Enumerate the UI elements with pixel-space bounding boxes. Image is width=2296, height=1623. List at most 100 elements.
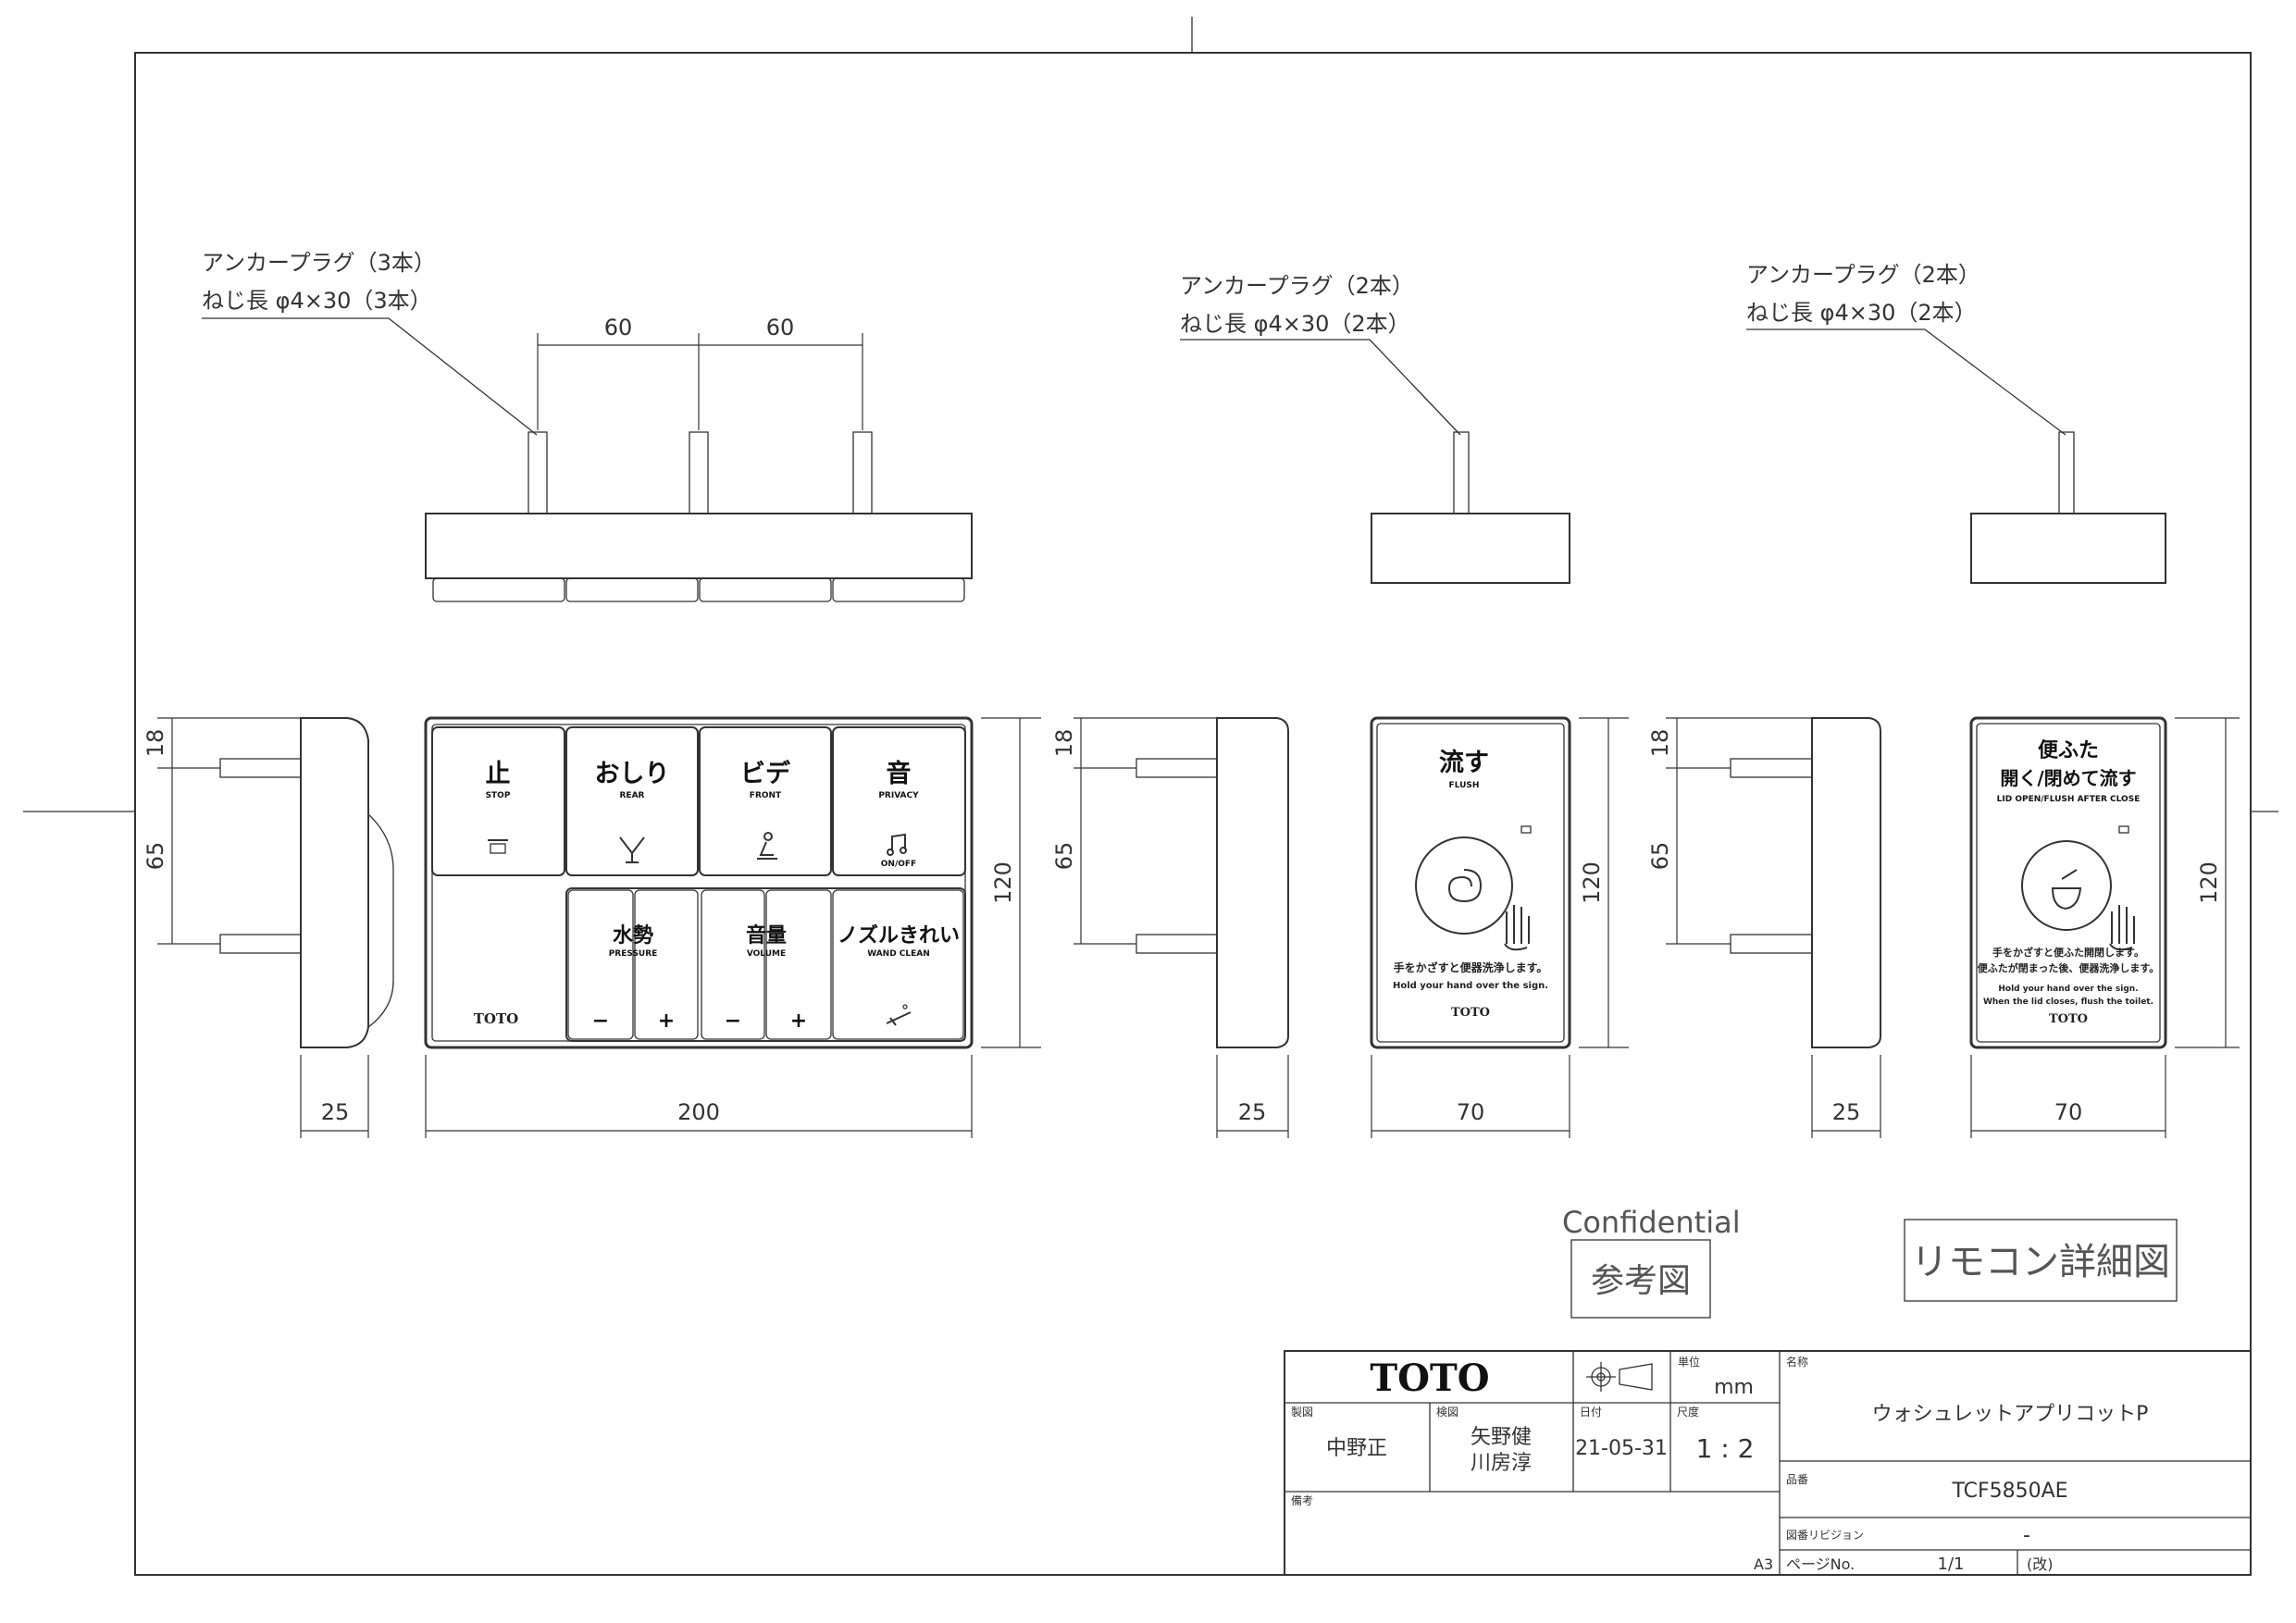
volume-minus-button[interactable] [701, 889, 765, 1040]
pressure-plus-button[interactable] [634, 889, 699, 1040]
stop-button-sublabel: STOP [486, 791, 511, 800]
side-view-1-plug-bottom [219, 934, 302, 954]
front-wash-icon [757, 832, 777, 860]
side-view-1-body [300, 717, 369, 1048]
lid-title-2: 開く/閉めて流す [2000, 767, 2136, 789]
stop-button-label: 止 [486, 760, 511, 788]
side-2-dim-top: 18 [1051, 729, 1077, 758]
confidential-stamp: Confidential [1562, 1205, 1741, 1240]
stop-icon [488, 839, 508, 854]
callout-left: アンカープラグ（3本） ねじ長 φ4×30（3本） [202, 250, 538, 436]
privacy-button-sublabel: PRIVACY [878, 791, 919, 800]
lid-remote-body [1969, 716, 2167, 1049]
flush-sensor-button[interactable] [1415, 836, 1513, 935]
music-note-icon [887, 833, 907, 856]
callout-left-line1: アンカープラグ（3本） [202, 250, 436, 276]
flush-remote-brand: TOTO [1451, 1006, 1490, 1020]
main-remote-body [424, 716, 974, 1049]
callout-middle-line2: ねじ長 φ4×30（2本） [1180, 311, 1410, 337]
callout-middle-line1: アンカープラグ（2本） [1180, 273, 1414, 299]
side-1-dim-mid: 65 [143, 842, 168, 871]
page-label: ページNo. [1786, 1555, 1855, 1573]
scale-label: 尺度 [1677, 1405, 1699, 1419]
sensor-window-icon [1520, 825, 1532, 834]
lid-sensor-button[interactable] [2021, 840, 2112, 931]
wand-clean-sublabel: WAND CLEAN [867, 949, 930, 959]
rear-button[interactable] [565, 726, 699, 876]
top-view-main-key-1 [432, 577, 565, 602]
lid-width-dim: 70 [2054, 1099, 2083, 1125]
wand-clean-button[interactable] [832, 889, 964, 1040]
privacy-button[interactable] [832, 726, 966, 876]
checked-by-1: 矢野健 [1471, 1426, 1532, 1449]
lid-remote: 便ふた 開く/閉めて流す LID OPEN/FLUSH AFTER CLOSE … [1969, 716, 2240, 1138]
side-1-dim-top: 18 [143, 729, 168, 758]
front-button[interactable] [699, 726, 832, 876]
side-view-3-plug-bottom [1730, 934, 1813, 954]
pressure-minus-button[interactable] [567, 889, 634, 1040]
top-view-main-key-4 [832, 577, 965, 602]
main-remote: 止 STOP おしり REAR ビデ FRONT 音 PRIVACY ON/OF… [424, 716, 1041, 1138]
flush-width-dim: 70 [1457, 1099, 1485, 1125]
unit-value: mm [1714, 1376, 1754, 1399]
rear-button-sublabel: REAR [620, 791, 645, 800]
rear-wash-icon [619, 836, 645, 863]
lid-sensor-window-icon [2118, 825, 2129, 834]
flush-remote-body [1370, 716, 1571, 1049]
flush-jp-instruction: 手をかざすと便器洗浄します。 [1394, 960, 1548, 974]
lid-jp-instruction-1: 手をかざすと便ふた開閉します。 [1992, 946, 2144, 959]
volume-label: 音量 [746, 923, 787, 948]
projection-symbol-icon [1586, 1362, 1653, 1392]
toilet-icon [2051, 869, 2082, 911]
anchor-plug-3 [852, 431, 873, 514]
title-block-logo: TOTO [1370, 1357, 1489, 1400]
side-1-dim-depth: 25 [321, 1099, 350, 1125]
drawn-label: 製図 [1291, 1406, 1313, 1419]
page-value: 1/1 [1938, 1555, 1965, 1574]
lid-hand-icon [2109, 905, 2135, 951]
drawn-by: 中野正 [1326, 1437, 1387, 1460]
side-2-dim-mid: 65 [1051, 842, 1077, 871]
flush-sublabel: FLUSH [1449, 781, 1480, 790]
volume-sublabel: VOLUME [747, 949, 786, 959]
side-view-1-keys [367, 813, 394, 1028]
top-view-main: 60 60 [425, 315, 973, 602]
side-view-2: 18 65 25 [1051, 717, 1289, 1138]
anchor-plug-4 [1453, 431, 1470, 514]
main-width-dim: 200 [677, 1099, 720, 1125]
wand-clean-icon [886, 1004, 912, 1026]
hand-icon [1504, 905, 1530, 951]
sheet-border [134, 52, 2252, 1576]
pressure-minus-label: − [592, 1010, 609, 1033]
lid-remote-brand: TOTO [2049, 1012, 2088, 1026]
main-height-dim: 120 [990, 861, 1016, 904]
volume-minus-label: − [725, 1010, 741, 1033]
volume-plus-button[interactable] [765, 889, 832, 1040]
front-button-label: ビデ [740, 759, 791, 788]
callout-middle: アンカープラグ（2本） ねじ長 φ4×30（2本） [1180, 273, 1461, 436]
lower-button-frame [565, 887, 966, 1042]
lid-sublabel: LID OPEN/FLUSH AFTER CLOSE [1997, 795, 2141, 804]
notes-label: 備考 [1291, 1493, 1313, 1507]
top-view-lid [1970, 431, 2166, 584]
rear-button-label: おしり [595, 760, 670, 788]
lid-title-1: 便ふた [2038, 739, 2099, 762]
pressure-label: 水勢 [613, 923, 653, 948]
lid-remote-bezel [1976, 723, 2161, 1043]
side-view-2-plug-bottom [1136, 934, 1218, 954]
scale-value: 1 : 2 [1696, 1433, 1755, 1464]
callout-left-line2: ねじ長 φ4×30（3本） [202, 288, 432, 314]
stop-button[interactable] [431, 726, 565, 876]
top-view-main-body [425, 513, 973, 579]
side-view-3-plug-top [1730, 758, 1813, 778]
pressure-sublabel: PRESSURE [609, 949, 658, 959]
top-view-main-key-3 [699, 577, 832, 602]
side-view-2-plug-top [1136, 758, 1218, 778]
callout-right-line1: アンカープラグ（2本） [1746, 262, 1980, 288]
anchor-plug-1 [527, 431, 548, 514]
side-2-dim-depth: 25 [1238, 1099, 1267, 1125]
lid-en-instruction-2: When the lid closes, flush the toilet. [1983, 997, 2153, 1007]
main-remote-brand: TOTO [474, 1010, 518, 1027]
side-3-dim-depth: 25 [1832, 1099, 1861, 1125]
front-button-sublabel: FRONT [750, 791, 782, 800]
